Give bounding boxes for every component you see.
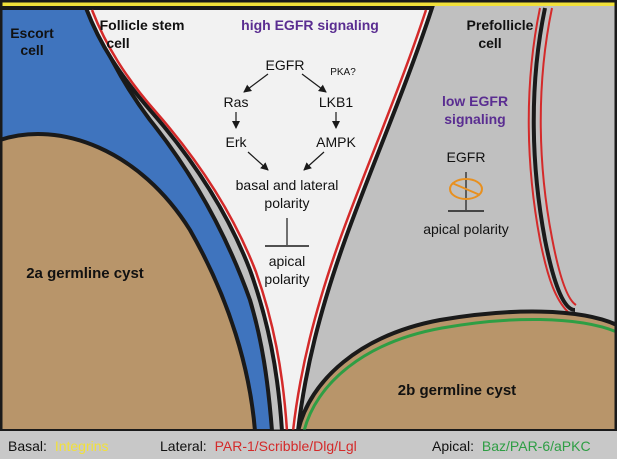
arrow-egfr-ras [243, 73, 269, 93]
pathway-ras: Ras [224, 94, 249, 110]
high-egfr-title: high EGFR signaling [241, 17, 379, 33]
pathway-lkb1: LKB1 [319, 94, 353, 110]
basal-lateral-polarity: basal and lateral [236, 177, 339, 193]
apical-polarity-high-2: polarity [264, 271, 309, 287]
legend-bar [0, 431, 617, 459]
legend-lateral: Lateral: PAR-1/Scribble/Dlg/Lgl [160, 438, 357, 454]
stem-lateral-left [90, 9, 289, 432]
germline-cyst-2b [295, 309, 617, 433]
arrow-erk-polarity [247, 151, 269, 171]
legend-basal-value: Integrins [55, 438, 109, 454]
stem-cell-label-2: cell [106, 35, 129, 51]
cyst-2b-label: 2b germline cyst [398, 382, 516, 399]
stem-lateral-right [291, 9, 428, 432]
prefollicle-lateral-2 [527, 7, 569, 313]
escort-cell-label-2: cell [20, 42, 43, 58]
follicle-stem-cell [83, 6, 435, 433]
legend-basal-label: Basal: [8, 438, 47, 454]
pathway-ampk: AMPK [316, 134, 356, 150]
low-apical-polarity: apical polarity [423, 221, 509, 237]
basal-integrin-layer [0, 0, 617, 6]
pathway-erk: Erk [226, 134, 248, 150]
legend-lateral-value: PAR-1/Scribble/Dlg/Lgl [215, 438, 357, 454]
stem-cell-label: Follicle stem [100, 17, 185, 33]
arrow-ampk-polarity [303, 151, 325, 171]
basal-lateral-polarity-2: polarity [264, 195, 309, 211]
prefollicle-boundary [531, 7, 576, 312]
apical-polarity-high: apical [269, 253, 306, 269]
legend: Basal: Integrins [8, 438, 109, 454]
apical-lining-2b [302, 317, 617, 432]
prefollicle-label-2: cell [478, 35, 501, 51]
arrow-egfr-lkb1 [301, 73, 327, 93]
low-egfr-title: low EGFR [442, 93, 508, 109]
legend-apical-value: Baz/PAR-6/aPKC [482, 438, 591, 454]
legend-apical-label: Apical: [432, 438, 474, 454]
blocked-icon [449, 178, 483, 200]
low-egfr-label: EGFR [447, 149, 486, 165]
low-egfr-title-2: signaling [444, 111, 505, 127]
prefollicle-lateral [539, 7, 577, 306]
germline-cyst-2a [0, 132, 258, 433]
pathway-egfr: EGFR [266, 57, 305, 73]
escort-cell-label: Escort [10, 25, 54, 41]
cyst-2a-label: 2a germline cyst [26, 265, 144, 282]
legend-apical: Apical: Baz/PAR-6/aPKC [432, 438, 591, 454]
prefollicle-label: Prefollicle [467, 17, 534, 33]
pathway-pka: PKA? [330, 67, 356, 78]
legend-lateral-label: Lateral: [160, 438, 207, 454]
